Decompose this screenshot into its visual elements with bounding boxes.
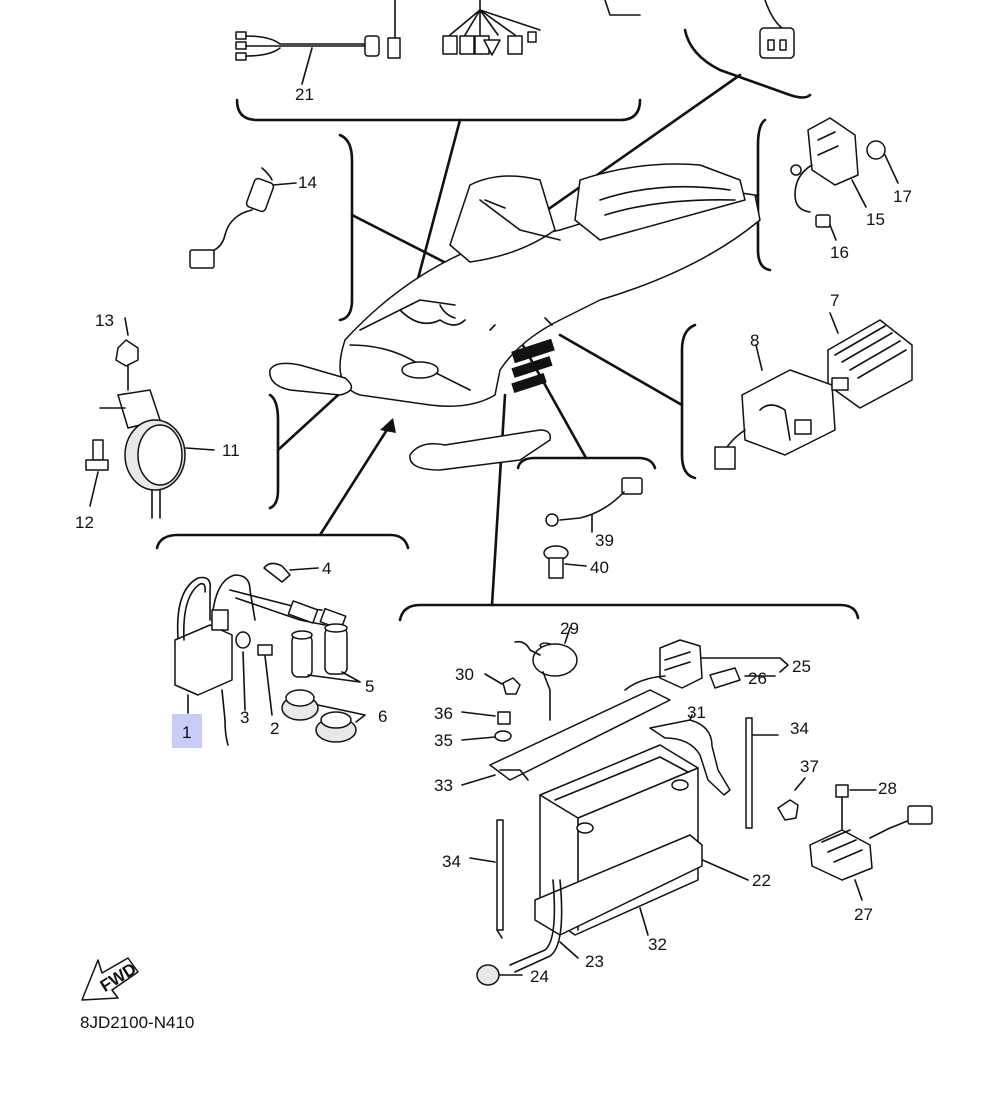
bracket-ignition: [155, 533, 410, 550]
callout-27: 27: [854, 905, 873, 924]
arrowhead-ignition: [380, 418, 396, 433]
callout-39: 39: [595, 531, 614, 550]
part-27-regulator: [809, 829, 873, 881]
part-35-washer: [494, 730, 512, 742]
callout-23: 23: [585, 952, 604, 971]
part-23-breather: [509, 879, 556, 966]
ski-left: [269, 362, 353, 396]
callout-21: 21: [295, 85, 314, 104]
battery-group: [461, 627, 933, 986]
leader-battery: [490, 393, 507, 607]
callout-26: 26: [748, 669, 767, 688]
leader-14: [350, 213, 452, 267]
callout-22: 22: [752, 871, 771, 890]
bracket-right-15: [756, 118, 772, 272]
callout-15: 15: [866, 210, 885, 229]
diagram-code: 8JD2100-N410: [80, 1013, 194, 1032]
part-5-plug-cap: [291, 634, 313, 678]
part-26-fuse: [709, 667, 741, 689]
callout-16: 16: [830, 243, 849, 262]
part-31-cable: [649, 719, 731, 796]
connector-cluster: [442, 0, 541, 56]
callout-17: 17: [893, 187, 912, 206]
callout-37: 37: [800, 757, 819, 776]
callout-32: 32: [648, 935, 667, 954]
part-8-cdi: [714, 344, 849, 470]
bracket-battery: [398, 603, 860, 622]
part-11-horn: [85, 317, 215, 519]
part-top-hook: [604, 0, 641, 16]
callout-3: 3: [240, 708, 249, 727]
group-brackets: [155, 28, 860, 622]
callout-35: 35: [434, 731, 453, 750]
bracket-left-11: [268, 393, 280, 510]
ski-right: [409, 429, 552, 471]
callout-13: 13: [95, 311, 114, 330]
bracket-left-14: [338, 133, 354, 322]
part-34-rod-right: [745, 717, 753, 829]
callout-5: 5: [365, 677, 374, 696]
part-25-fuse-block: [659, 639, 703, 689]
leader-7: [558, 333, 684, 407]
ignition-coil-group: [172, 562, 366, 748]
callout-labels: 21 14 17 15 16 7 8 13 11 12 39 40 4 5 6 …: [75, 85, 912, 986]
wire-harness-21: [235, 0, 401, 85]
bracket-top: [235, 98, 642, 122]
part-3-washer: [235, 631, 251, 649]
callout-25: 25: [792, 657, 811, 676]
leader-top-down: [413, 118, 462, 292]
part-39-40: [543, 477, 643, 579]
connector-top-right: [759, 0, 795, 59]
windshield: [449, 175, 556, 263]
part-14-switch: [189, 167, 297, 269]
part-37-clip: [777, 799, 799, 821]
part-24-plug: [476, 964, 500, 986]
callout-31: 31: [687, 703, 706, 722]
callout-2: 2: [270, 719, 279, 738]
callout-7: 7: [830, 291, 839, 310]
part-7-rectifier: [827, 312, 913, 409]
callout-29: 29: [560, 619, 579, 638]
part-33-bracket: [489, 689, 671, 781]
callout-33: 33: [434, 776, 453, 795]
callout-6: 6: [378, 707, 387, 726]
bracket-top-right: [683, 28, 812, 99]
callout-34-left: 34: [442, 852, 461, 871]
part-34-rod-left: [496, 819, 504, 931]
part-30-nut: [502, 677, 521, 695]
part-32-tray: [534, 834, 703, 936]
callout-40: 40: [590, 558, 609, 577]
bracket-39-40: [516, 456, 657, 470]
part-28-bolt: [835, 784, 849, 798]
part-15-module: [790, 117, 899, 241]
highlight-part-1: [172, 714, 202, 748]
callout-11: 11: [222, 441, 240, 460]
leader-ignition: [318, 423, 392, 537]
callout-34-right: 34: [790, 719, 809, 738]
callout-12: 12: [75, 513, 94, 532]
callout-24: 24: [530, 967, 549, 986]
part-2-bolt: [257, 644, 273, 656]
callout-4: 4: [322, 559, 331, 578]
callout-8: 8: [750, 331, 759, 350]
leader-39: [518, 338, 588, 460]
part-1-coil: [174, 624, 233, 696]
callout-30: 30: [455, 665, 474, 684]
callout-1: 1: [182, 723, 191, 742]
callout-14: 14: [298, 173, 317, 192]
part-5-plug-cap-b: [324, 627, 348, 675]
part-36-bolt: [497, 711, 511, 725]
fwd-arrow-icon: FWD: [81, 957, 140, 1001]
bracket-right-7: [680, 323, 697, 480]
part-4-cap: [263, 562, 291, 583]
snowmobile-body: [269, 163, 761, 471]
callout-36: 36: [434, 704, 453, 723]
seat: [574, 163, 746, 241]
callout-28: 28: [878, 779, 897, 798]
